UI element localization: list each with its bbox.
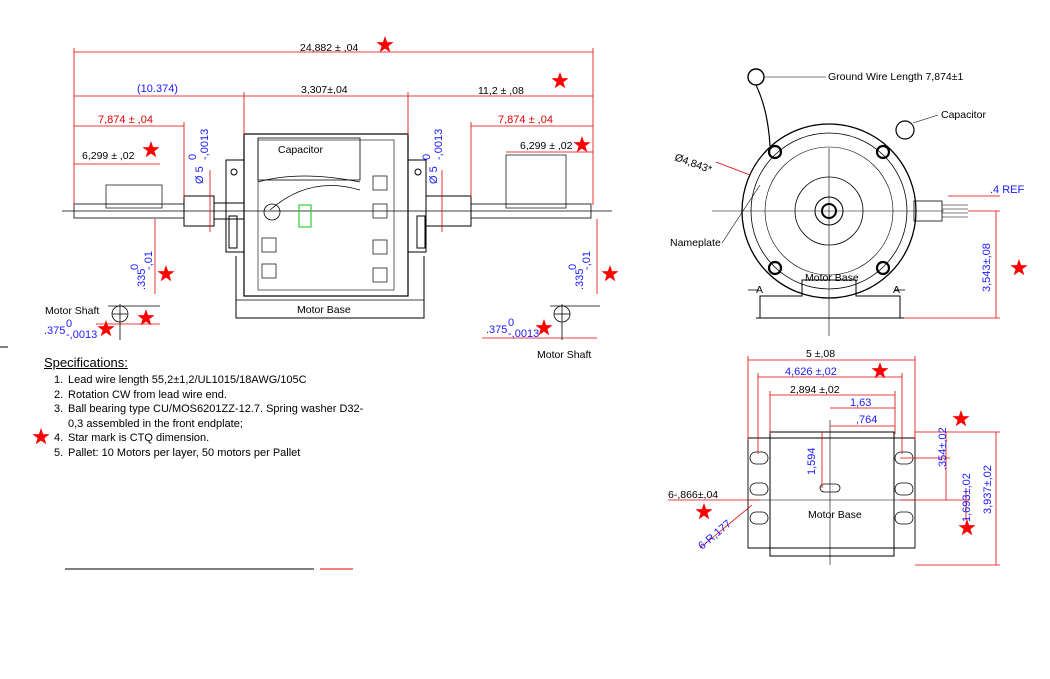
- dim-radius: 6-R,177: [696, 518, 734, 552]
- label-section-a-left: A: [756, 284, 763, 296]
- dim-shaft-375-right-tol: -,0013: [508, 328, 539, 340]
- leader-lines: [721, 76, 939, 244]
- dim-shaft-375-right: .375: [486, 324, 507, 336]
- dim-shaft-dia-right-tol: -,0013: [433, 129, 445, 160]
- label-capacitor-front: Capacitor: [941, 109, 986, 121]
- spec-item: 3.Ball bearing type CU/MOS6201ZZ-12.7. S…: [54, 403, 364, 430]
- motor-shaft-detail-right: [550, 304, 600, 340]
- dim-shaft-dia-left: Ø 5: [194, 166, 206, 184]
- front-view: [712, 68, 968, 336]
- dim-left-6299: 6,299 ± ,02: [82, 150, 135, 162]
- spec-item: 5.Pallet: 10 Motors per layer, 50 motors…: [54, 446, 301, 459]
- label-nameplate: Nameplate: [670, 237, 721, 249]
- dim-height-3937: 3,937±,02: [982, 465, 994, 514]
- dim-body-length: 3,307±,04: [301, 84, 348, 96]
- label-ground-wire: Ground Wire Length 7,874±1: [828, 71, 964, 83]
- dim-ref-04: .4 REF: [990, 184, 1025, 196]
- dim-right-length: 11,2 ± ,08: [478, 85, 524, 97]
- dim-holes: 6-,866±,04: [668, 489, 718, 501]
- dim-overall-length: 24,882 ± ,04: [300, 42, 358, 54]
- dim-left-7874: 7,874 ± ,04: [98, 114, 153, 126]
- star-icon: [97, 320, 115, 337]
- side-view: [62, 133, 612, 319]
- dim-right-7874: 7,874 ± ,04: [498, 114, 553, 126]
- spec-item: 2.Rotation CW from lead wire end.: [54, 388, 227, 401]
- dim-right-6299: 6,299 ± ,02: [520, 140, 573, 152]
- ctq-stars: [32, 36, 1028, 536]
- label-motor-base-bottom: Motor Base: [808, 509, 862, 521]
- star-icon: [695, 503, 713, 520]
- dim-shaft-335-left-tol0: 0: [129, 264, 141, 270]
- dim-ref-left: (10.374): [137, 83, 178, 95]
- star-icon: [142, 141, 160, 158]
- dim-shaft-375-right-tol0: 0: [508, 317, 514, 329]
- star-icon: [157, 265, 175, 282]
- dim-width-163: 1,63: [850, 397, 871, 409]
- spec-item: 4.Star mark is CTQ dimension.: [54, 432, 210, 444]
- label-motor-shaft-right: Motor Shaft: [537, 349, 591, 361]
- star-icon: [551, 72, 569, 89]
- side-dimension-lines: [73, 48, 598, 339]
- star-icon: [137, 309, 155, 326]
- dim-shaft-375-left: .375: [44, 325, 65, 337]
- label-capacitor-side: Capacitor: [278, 144, 323, 156]
- dim-width-4626: 4,626 ±,02: [785, 366, 837, 378]
- dim-width-2894: 2,894 ±,02: [790, 384, 840, 396]
- label-section-a-right: A: [893, 284, 900, 296]
- dim-shaft-dia-right-tol0: 0: [421, 154, 433, 160]
- dim-width-764: ,764: [856, 414, 877, 426]
- dim-height-3543: 3,543±,08: [981, 243, 993, 292]
- dim-height-354: .354±,02: [937, 427, 949, 470]
- dim-height-1594: 1,594: [806, 447, 818, 475]
- dim-shaft-335-left-tol: -,01: [143, 251, 155, 270]
- star-icon: [376, 36, 394, 53]
- spec-item: 1.Lead wire length 55,2±1,2/UL1015/18AWG…: [54, 374, 307, 386]
- dim-width-5: 5 ±,08: [806, 348, 835, 360]
- motor-shaft-detail-left: [108, 304, 160, 340]
- specifications-title: Specifications:: [44, 355, 128, 370]
- star-icon: [952, 410, 970, 427]
- dim-shaft-335-left: .335: [136, 269, 148, 290]
- dim-shaft-dia-left-tol0: 0: [187, 154, 199, 160]
- dim-shaft-375-left-tol: -,0013: [66, 329, 97, 341]
- star-icon: [871, 362, 889, 379]
- lead-wire-highlight: [298, 204, 312, 228]
- dim-shaft-dia-left-tol: -,0013: [199, 129, 211, 160]
- star-icon: [1010, 259, 1028, 276]
- dim-dia-4843: Ø4,843*: [673, 152, 713, 176]
- star-icon: [601, 265, 619, 282]
- dim-shaft-335-right-tol0: 0: [567, 264, 579, 270]
- label-motor-base-front: Motor Base: [805, 272, 859, 284]
- label-motor-shaft-left: Motor Shaft: [45, 305, 99, 317]
- specifications-list: 1.Lead wire length 55,2±1,2/UL1015/18AWG…: [40, 373, 376, 460]
- base-dimension-lines: [668, 356, 1000, 566]
- label-motor-base-side: Motor Base: [297, 304, 351, 316]
- dim-shaft-375-left-tol0: 0: [66, 318, 72, 330]
- front-dimension-lines: [715, 161, 1000, 319]
- dim-shaft-335-right: .335: [574, 269, 586, 290]
- base-view: [747, 420, 916, 565]
- star-icon: [573, 136, 591, 153]
- dim-height-1693: 1,693±,02: [961, 473, 973, 522]
- dim-shaft-dia-right: Ø 5: [428, 166, 440, 184]
- dim-shaft-335-right-tol: -,01: [581, 251, 593, 270]
